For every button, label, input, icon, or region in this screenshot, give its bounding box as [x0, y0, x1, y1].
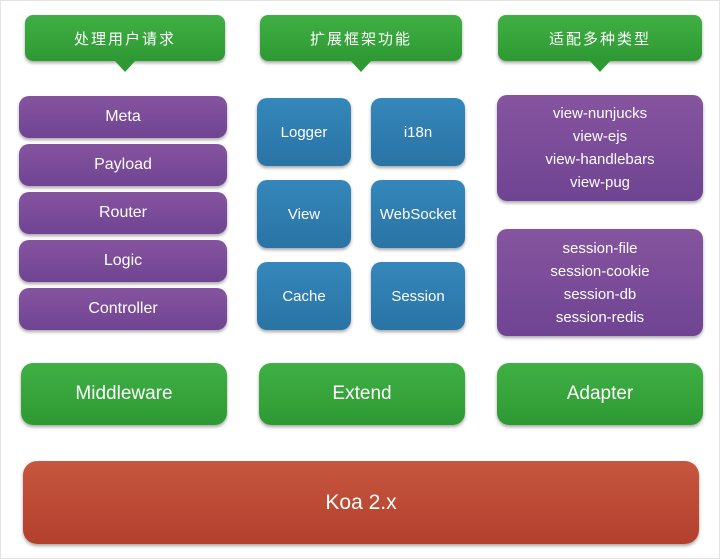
node-label: Logger	[280, 123, 328, 141]
callout-label: 扩展框架功能	[309, 30, 412, 48]
plugin-line: view-ejs	[572, 128, 628, 145]
node-koa: Koa 2.x	[23, 461, 699, 544]
node-websocket: WebSocket	[371, 180, 465, 248]
node-label: Cache	[282, 287, 326, 305]
node-adapter: Adapter	[497, 363, 703, 425]
node-label: View	[287, 205, 321, 223]
node-session: Session	[371, 262, 465, 330]
node-extend: Extend	[259, 363, 465, 425]
callout-tail-icon	[350, 60, 372, 72]
node-payload: Payload	[19, 144, 227, 186]
callout-label: 适配多种类型	[548, 30, 651, 48]
node-logic: Logic	[19, 240, 227, 282]
plugin-line: session-redis	[555, 308, 645, 326]
node-label: Logic	[103, 252, 143, 269]
callout-adapt-types: 适配多种类型	[498, 15, 702, 72]
node-label: Router	[98, 204, 148, 221]
node-label: Extend	[332, 383, 392, 404]
plugin-line: view-nunjucks	[552, 105, 648, 122]
node-cache: Cache	[257, 262, 351, 330]
node-label: Payload	[94, 156, 152, 173]
node-label: i18n	[403, 123, 433, 141]
node-i18n: i18n	[371, 98, 465, 166]
callout-handle-requests: 处理用户请求	[25, 15, 225, 72]
node-label: Meta	[105, 108, 141, 125]
node-router: Router	[19, 192, 227, 234]
node-meta: Meta	[19, 96, 227, 138]
node-logger: Logger	[257, 98, 351, 166]
callout-tail-icon	[589, 60, 611, 72]
node-label: Middleware	[75, 383, 173, 404]
node-view: View	[257, 180, 351, 248]
plugin-line: view-pug	[569, 174, 631, 191]
node-middleware: Middleware	[21, 363, 227, 425]
callout-tail-icon	[114, 60, 136, 72]
plugin-line: view-handlebars	[545, 151, 655, 168]
callout-label: 处理用户请求	[73, 30, 176, 48]
node-label: Session	[391, 287, 445, 305]
node-controller: Controller	[19, 288, 227, 330]
node-label: WebSocket	[379, 205, 457, 223]
node-label: Koa 2.x	[325, 490, 397, 514]
node-label: Adapter	[566, 383, 634, 404]
node-label: Controller	[88, 300, 158, 317]
node-session-plugins: session-file session-cookie session-db s…	[497, 229, 703, 336]
plugin-line: session-db	[563, 285, 637, 303]
plugin-line: session-file	[562, 239, 638, 257]
node-view-plugins: view-nunjucks view-ejs view-handlebars v…	[497, 95, 703, 201]
plugin-line: session-cookie	[550, 262, 650, 280]
callout-extend-framework: 扩展框架功能	[260, 15, 462, 72]
